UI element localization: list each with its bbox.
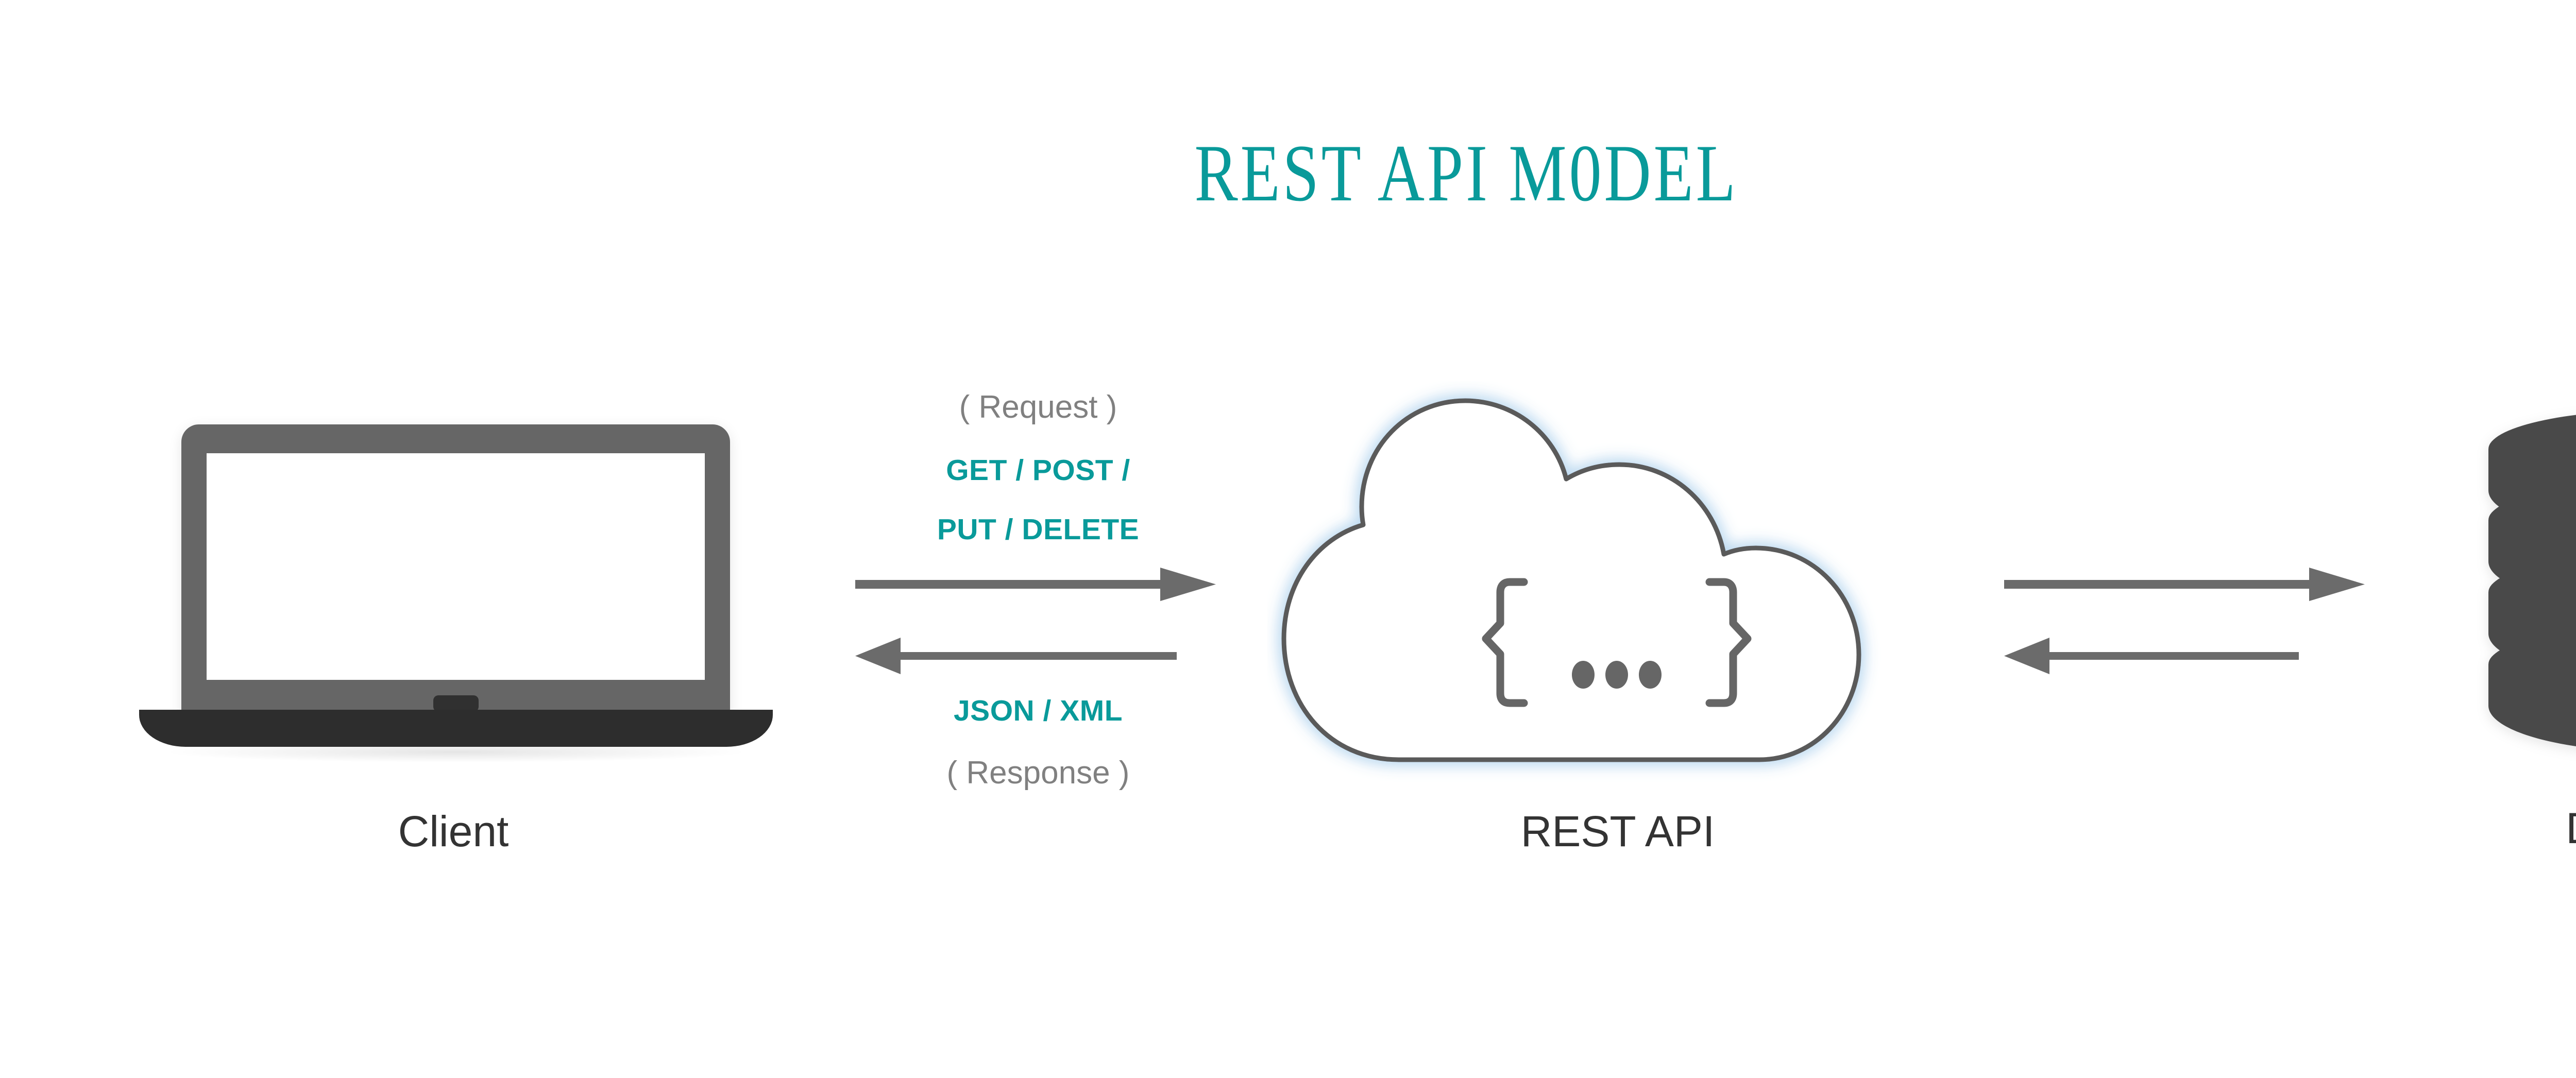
laptop-screen <box>207 453 705 680</box>
request-arrow-right <box>855 568 1216 601</box>
laptop-lid <box>181 424 730 723</box>
cloud-shape <box>1281 398 1861 762</box>
client-api-arrows <box>855 561 1216 690</box>
laptop-icon <box>139 412 773 762</box>
node-label-rest-api: REST API <box>1520 807 1715 855</box>
response-formats-label: JSON / XML <box>953 694 1123 727</box>
response-label: ( Response ) <box>946 755 1130 791</box>
page-title: REST API M0DEL <box>1194 128 1738 218</box>
right-brace-icon <box>1705 578 1752 707</box>
response-arrow-left <box>855 638 1177 674</box>
api-database-arrows <box>2004 561 2365 690</box>
cloud-icon <box>1267 381 1978 788</box>
node-label-database: Database <box>2421 807 2576 850</box>
request-methods-line-1: GET / POST / <box>946 454 1130 487</box>
left-brace-icon <box>1482 578 1528 707</box>
node-label-client: Client <box>398 807 509 855</box>
db-to-api-arrow-left <box>2004 638 2299 674</box>
laptop-notch-icon <box>433 695 479 712</box>
laptop-base <box>139 710 773 747</box>
request-methods-line-2: PUT / DELETE <box>937 513 1140 546</box>
ellipsis-dots-icon <box>1572 661 1662 689</box>
api-to-db-arrow-right <box>2004 568 2365 601</box>
request-label: ( Request ) <box>959 389 1117 425</box>
database-cylinder-icon <box>2468 386 2576 762</box>
